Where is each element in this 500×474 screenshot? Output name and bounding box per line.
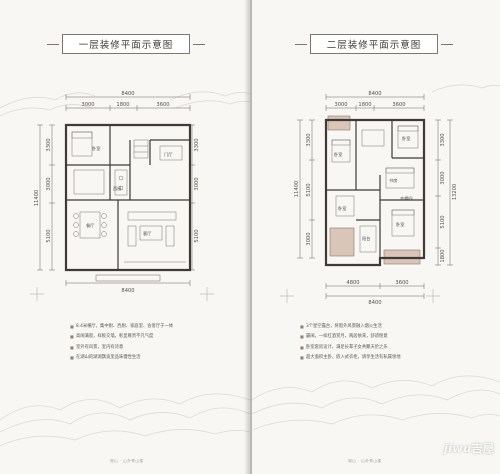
second-note-3: 卧室套房设计，满足长辈子女共聚天伦之乐 [300, 343, 401, 354]
ground-top-part-1: 3000 [81, 102, 94, 108]
ground-room-bedroom: 卧室 [92, 145, 100, 152]
second-right-part-4: 1800 [440, 249, 446, 262]
ground-floor-plan: 8400 3000 1800 3600 11400 3300 3000 5100… [34, 91, 200, 294]
second-room-bedroom-2: 卧室 [334, 151, 342, 158]
ground-floor-footer: 湖山 · 山外青山楼 [110, 459, 144, 463]
ground-right-part-2: 3000 [194, 177, 200, 190]
second-bottom-total: 8400 [368, 300, 381, 306]
second-top-part-1: 3000 [334, 102, 347, 108]
second-note-2: 霸阔，一样红酒赏月，两居依来，舒适惬意 [300, 332, 401, 343]
ground-room-dining: 餐厅 [86, 222, 94, 229]
watermark-suffix: 吉屋 [471, 442, 495, 455]
ground-left-part-3: 5100 [46, 229, 52, 242]
second-top-part-3: 3600 [392, 102, 405, 108]
ground-right-part-1: 3300 [194, 138, 200, 151]
page-ground-floor: 一层装修平面示意图 8400 3000 18 [0, 0, 250, 474]
ground-bottom-total: 8400 [121, 288, 134, 294]
second-floor-plan: 8400 3000 1800 3600 11400 3300 5100 3000… [294, 91, 458, 306]
second-floor-title: 二层装修平面示意图 [295, 34, 453, 54]
second-room-bedroom-3: 卧室 [338, 205, 346, 212]
second-room-study: 书房 [389, 177, 397, 184]
second-floor-landscape-decoration [252, 84, 500, 431]
ground-room-western-kitchen: 西厨 [113, 186, 121, 192]
second-floor-notes: 3个星空露台，将窗外风景融入烟火生活 霸阔，一样红酒赏月，两居依来，舒适惬意 卧… [300, 322, 401, 364]
second-note-4: 超大面积主卧，嵌入式衣柜，请享生活有私属领地 [300, 353, 401, 364]
page-second-floor: 二层装修平面示意图 [252, 0, 500, 474]
ground-floor-landscape-decoration [0, 91, 250, 447]
ground-top-part-2: 1800 [116, 102, 129, 108]
ground-floor-title: 一层装修平面示意图 [47, 34, 205, 54]
second-right-part-2: 3000 [440, 171, 446, 184]
ground-room-foyer: 门厅 [164, 151, 172, 158]
ground-left-part-2: 3000 [46, 177, 52, 190]
watermark-brand: jiwu [444, 442, 472, 455]
ground-note-1: 8.4米横厅，集中厨、西厨、家庭室、会客厅于一体 [70, 322, 173, 333]
second-right-total: 13200 [452, 184, 458, 201]
ground-floor-title-text: 一层装修平面示意图 [78, 40, 174, 51]
second-left-part-3: 3000 [306, 232, 312, 245]
second-top-part-2: 1800 [358, 102, 371, 108]
second-top-total: 8400 [368, 91, 381, 97]
second-right-part-1: 3300 [440, 133, 446, 146]
second-right-part-3: 5100 [440, 215, 446, 228]
second-left-total: 11400 [294, 181, 300, 198]
second-note-1: 3个星空露台，将窗外风景融入烟火生活 [300, 322, 401, 333]
site-watermark: jiwu吉屋 [444, 440, 495, 456]
second-room-bedroom-1: 卧室 [402, 135, 410, 142]
second-bottom-part-1: 4800 [346, 280, 359, 286]
second-floor-footer: 湖山 · 山外青山楼 [348, 459, 382, 463]
ground-note-4: 在湖山的湖湖飘波里品味慢性生活 [70, 353, 173, 364]
ground-note-2: 高阔满窗，样板交墙，彰显尊贵不凡气度 [70, 332, 173, 343]
ground-right-part-3: 5100 [194, 229, 200, 242]
second-room-closet: 衣帽间 [400, 195, 413, 202]
ground-top-part-3: 3600 [156, 102, 169, 108]
ground-left-part-1: 3300 [46, 138, 52, 151]
second-room-bedroom-4: 卧室 [396, 221, 404, 228]
second-left-part-1: 3300 [306, 133, 312, 146]
second-bottom-part-2: 3600 [395, 280, 408, 286]
second-left-part-2: 5100 [306, 183, 312, 196]
ground-top-total: 8400 [121, 91, 134, 97]
ground-note-3: 室外有风景，室内有诗意 [70, 343, 173, 354]
second-room-balcony: 阳台 [362, 235, 370, 242]
second-floor-title-text: 二层装修平面示意图 [326, 40, 422, 51]
ground-room-living: 客厅 [143, 230, 151, 237]
ground-left-total: 11400 [34, 190, 40, 207]
ground-floor-notes: 8.4米横厅，集中厨、西厨、家庭室、会客厅于一体 高阔满窗，样板交墙，彰显尊贵不… [70, 322, 173, 364]
